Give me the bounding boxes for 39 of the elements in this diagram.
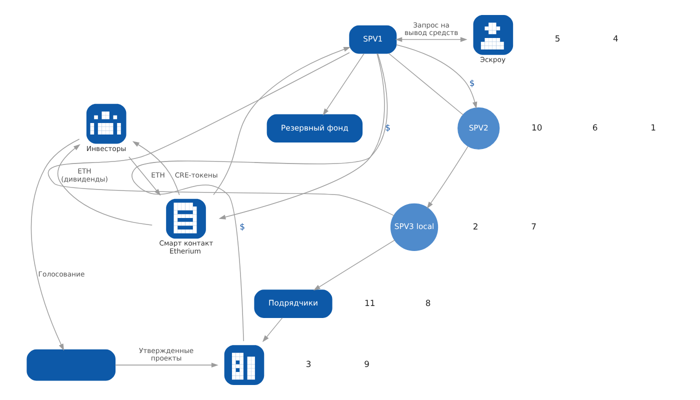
label: 3 xyxy=(305,359,311,370)
arrow xyxy=(114,362,218,368)
label: 7 xyxy=(530,221,536,232)
label: 10 xyxy=(530,122,542,133)
arrow xyxy=(262,317,282,342)
node-circle: SPV3 local xyxy=(390,203,438,252)
edge-label: $ xyxy=(239,221,244,232)
label: 1 xyxy=(650,122,656,133)
node-picture xyxy=(472,15,513,55)
node-circle: SPV2 xyxy=(457,107,500,150)
node-box xyxy=(26,349,116,381)
edge-label: $ xyxy=(384,122,390,133)
arrow xyxy=(56,144,152,226)
label: 4 xyxy=(612,34,618,44)
edge-label: $ xyxy=(468,78,474,88)
label: 6 xyxy=(592,122,598,133)
arrow xyxy=(312,240,394,291)
node-box: SPV1 xyxy=(348,25,396,54)
label: 2 xyxy=(472,221,478,232)
arrow xyxy=(426,146,468,209)
connector xyxy=(388,52,463,116)
label: 8 xyxy=(424,298,430,308)
connector xyxy=(131,53,388,342)
arrow xyxy=(322,53,364,116)
arrow xyxy=(395,44,477,109)
node-box: Резервный фонд xyxy=(266,114,362,143)
label: 9 xyxy=(364,359,369,370)
arrow xyxy=(394,37,467,42)
arrow xyxy=(218,53,384,220)
node-picture xyxy=(224,345,264,385)
arrow xyxy=(30,138,80,351)
node-picture xyxy=(166,198,206,239)
label: 5 xyxy=(554,34,560,44)
node-picture xyxy=(86,104,126,144)
arrow xyxy=(212,47,350,196)
arrow xyxy=(128,156,160,196)
label: 11 xyxy=(364,298,375,308)
arrow xyxy=(132,141,180,196)
node-box: Подрядчики xyxy=(254,290,332,318)
